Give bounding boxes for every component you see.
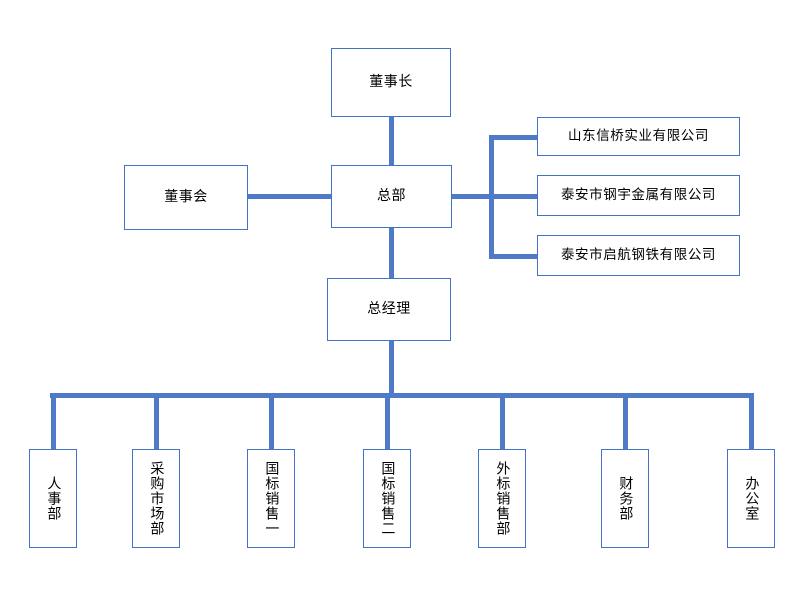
node-general-manager[interactable]: 总经理: [327, 278, 451, 341]
connector-bus-to-dept2: [154, 393, 159, 449]
node-subsidiary-2-label: 泰安市钢宇金属有限公司: [560, 186, 717, 203]
node-chairman[interactable]: 董事长: [331, 48, 451, 117]
node-general-manager-label: 总经理: [367, 300, 411, 317]
node-department-finance-label: 财务部: [617, 476, 634, 521]
node-department-domestic-sales-2-label: 国标销售二: [379, 461, 396, 536]
node-department-export-sales[interactable]: 外标销售部: [478, 449, 526, 548]
connector-bus-to-dept1: [51, 393, 56, 449]
connector-gm-to-bus: [389, 341, 394, 398]
connector-trunk-to-sub1: [489, 135, 539, 140]
node-chairman-label: 董事长: [369, 73, 413, 90]
node-department-domestic-sales-1-label: 国标销售一: [263, 461, 280, 536]
connector-trunk-to-sub2: [489, 194, 539, 199]
connector-bus-to-dept3: [269, 393, 274, 449]
connector-bus-to-dept4: [385, 393, 390, 449]
node-board-of-directors[interactable]: 董事会: [124, 165, 248, 230]
connector-trunk-to-sub3: [489, 254, 539, 259]
node-department-hr-label: 人事部: [45, 476, 62, 521]
node-department-domestic-sales-1[interactable]: 国标销售一: [247, 449, 295, 548]
connector-headquarters-bracket-stub: [450, 194, 494, 199]
node-department-domestic-sales-2[interactable]: 国标销售二: [363, 449, 411, 548]
connector-department-bus: [50, 393, 754, 398]
node-subsidiary-3[interactable]: 泰安市启航钢铁有限公司: [537, 235, 740, 276]
node-subsidiary-1-label: 山东信桥实业有限公司: [568, 127, 709, 144]
connector-bus-to-dept6: [623, 393, 628, 449]
connector-bus-to-dept5: [500, 393, 505, 449]
node-board-of-directors-label: 董事会: [164, 188, 208, 205]
node-department-finance[interactable]: 财务部: [601, 449, 649, 548]
node-department-procurement-market-label: 采购市场部: [148, 461, 165, 536]
connector-bus-to-dept7: [749, 393, 754, 449]
connector-headquarters-to-gm: [389, 226, 394, 278]
node-subsidiary-3-label: 泰安市启航钢铁有限公司: [560, 246, 717, 263]
node-department-office[interactable]: 办公室: [727, 449, 775, 548]
node-department-procurement-market[interactable]: 采购市场部: [132, 449, 180, 548]
node-department-export-sales-label: 外标销售部: [494, 461, 511, 536]
connector-board-to-headquarters: [246, 194, 334, 199]
node-subsidiary-2[interactable]: 泰安市钢宇金属有限公司: [537, 175, 740, 216]
node-subsidiary-1[interactable]: 山东信桥实业有限公司: [537, 117, 740, 156]
connector-chairman-to-headquarters: [389, 117, 394, 167]
node-department-office-label: 办公室: [743, 476, 760, 521]
node-headquarters[interactable]: 总部: [331, 165, 452, 228]
node-headquarters-label: 总部: [377, 187, 406, 204]
node-department-hr[interactable]: 人事部: [29, 449, 77, 548]
